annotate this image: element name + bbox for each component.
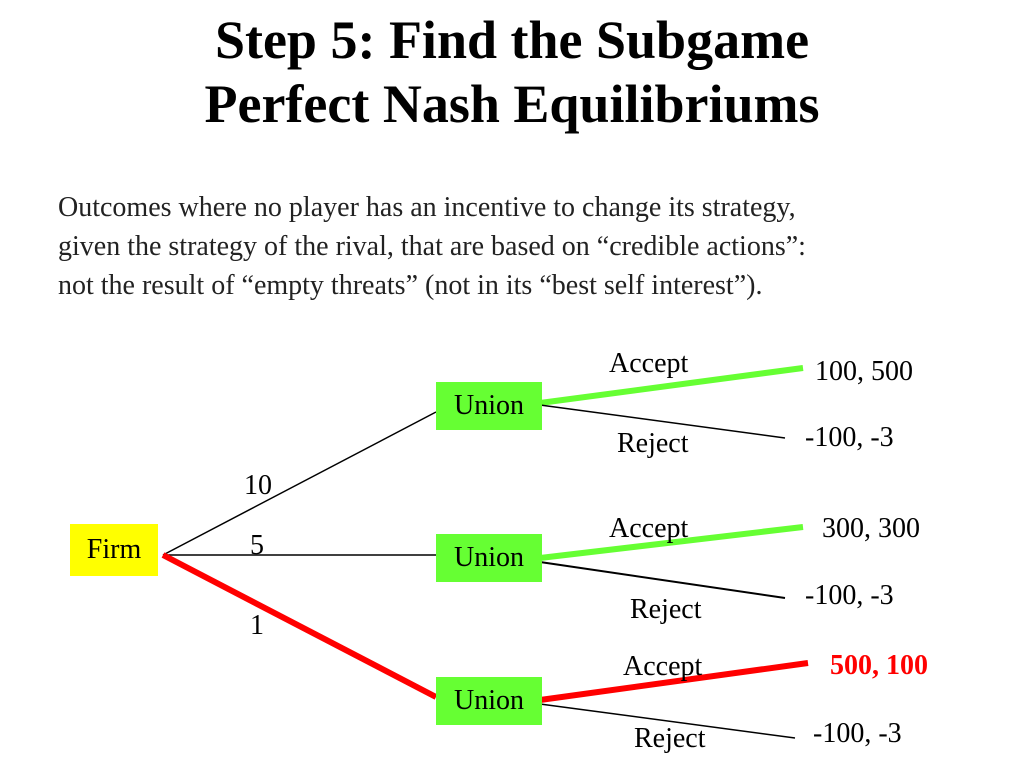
union-node-offer-1: Union — [436, 677, 542, 725]
description: Outcomes where no player has an incentiv… — [58, 188, 998, 305]
edge-offer-10 — [162, 411, 437, 556]
description-line-3: not the result of “empty threats” (not i… — [58, 270, 763, 301]
union-node-offer-5: Union — [436, 534, 542, 582]
edge-offer1-reject — [539, 703, 796, 739]
reject-label-offer-1: Reject — [634, 723, 706, 754]
offer-label-5: 5 — [250, 530, 264, 561]
firm-node: Firm — [70, 524, 158, 576]
edge-offer1-accept — [539, 660, 809, 703]
payoff-offer1-reject: -100, -3 — [813, 718, 902, 749]
payoff-offer10-reject: -100, -3 — [805, 422, 894, 453]
payoff-offer1-accept-equilibrium: 500, 100 — [830, 650, 928, 681]
slide-title: Step 5: Find the Subgame Perfect Nash Eq… — [0, 8, 1024, 136]
edge-offer-1 — [161, 552, 438, 700]
edge-offer10-accept — [539, 365, 804, 406]
payoff-offer5-accept: 300, 300 — [822, 513, 920, 544]
offer-label-10: 10 — [244, 470, 272, 501]
description-line-1: Outcomes where no player has an incentiv… — [58, 192, 796, 223]
title-line-2: Perfect Nash Equilibriums — [204, 74, 820, 134]
description-line-2: given the strategy of the rival, that ar… — [58, 231, 806, 262]
accept-label-offer-5: Accept — [609, 513, 689, 544]
accept-label-offer-1: Accept — [623, 651, 703, 682]
offer-label-1: 1 — [250, 610, 264, 641]
accept-label-offer-10: Accept — [609, 348, 689, 379]
payoff-offer5-reject: -100, -3 — [805, 580, 894, 611]
edge-offer5-accept — [539, 524, 804, 561]
reject-label-offer-10: Reject — [617, 428, 689, 459]
edge-offer10-reject — [539, 404, 786, 439]
reject-label-offer-5: Reject — [630, 594, 702, 625]
union-node-offer-10: Union — [436, 382, 542, 430]
title-line-1: Step 5: Find the Subgame — [214, 10, 810, 70]
edge-offer5-reject — [539, 561, 786, 599]
payoff-offer10-accept: 100, 500 — [815, 356, 913, 387]
